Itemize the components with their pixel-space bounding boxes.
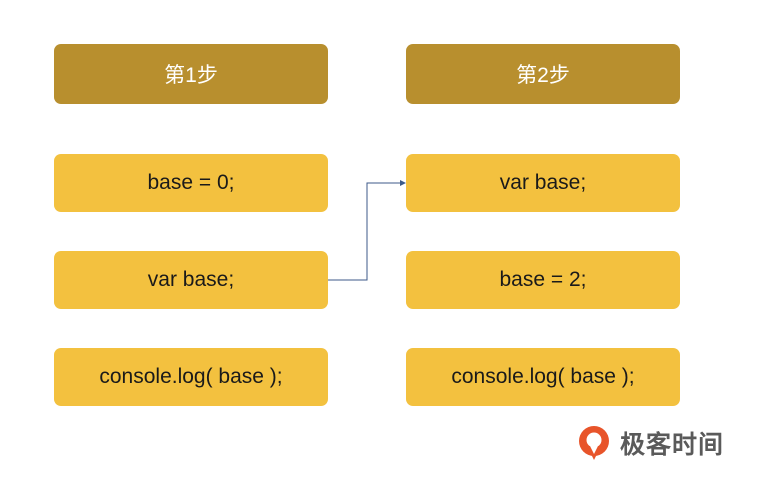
column-1-step-3: console.log( base ); bbox=[54, 348, 328, 406]
column-1-step-2: var base; bbox=[54, 251, 328, 309]
geektime-logo-text: 极客时间 bbox=[620, 430, 725, 459]
column-1-header: 第1步 bbox=[54, 44, 328, 104]
column-2-step-1: var base; bbox=[406, 154, 680, 212]
column-2-step-2: base = 2; bbox=[406, 251, 680, 309]
geektime-logo: 极客时间 bbox=[576, 424, 724, 462]
column-1-step-1: base = 0; bbox=[54, 154, 328, 212]
column-2-step-3: console.log( base ); bbox=[406, 348, 680, 406]
geektime-logo-icon bbox=[579, 426, 609, 460]
column-2-header: 第2步 bbox=[406, 44, 680, 104]
